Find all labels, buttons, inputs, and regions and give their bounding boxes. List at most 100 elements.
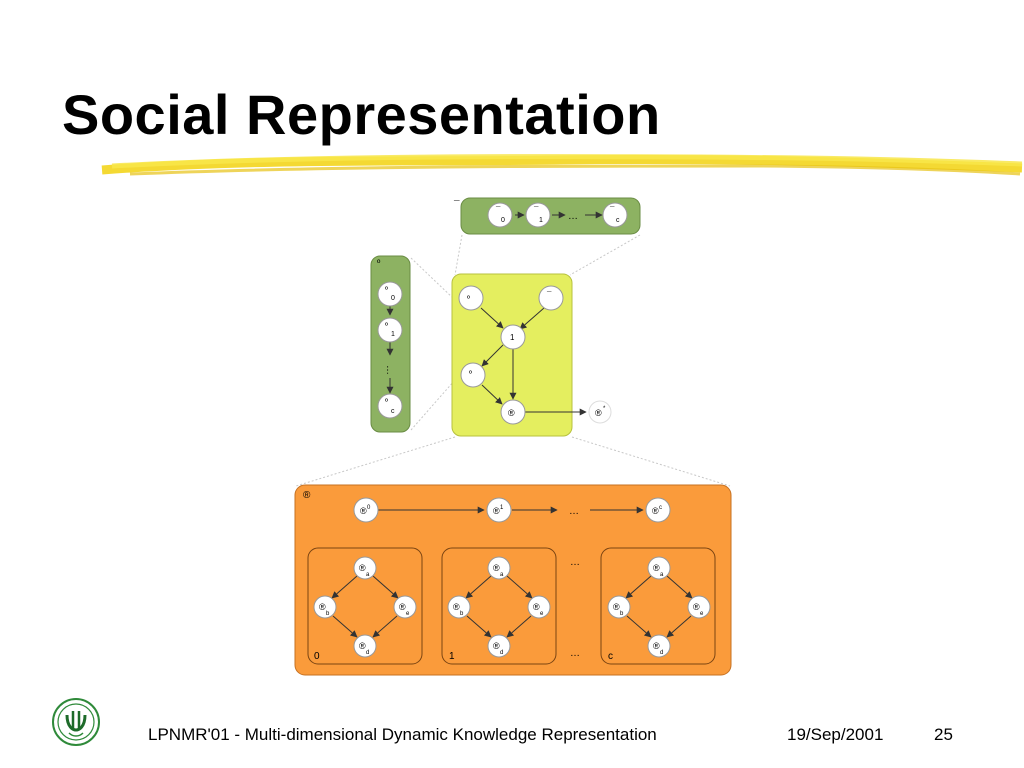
node-d: ® d <box>647 634 671 658</box>
top-group: ¯ … ¯ 0 ¯ 1 ¯ c <box>453 197 641 235</box>
left-group-label: º <box>377 258 381 268</box>
bottom-row-ellipsis: … <box>569 506 579 517</box>
node-subscript: 1 <box>539 217 543 224</box>
left-group: º … º 0 º 1 º c <box>370 255 411 433</box>
node-superscript: c <box>659 505 662 511</box>
node-subscript: e <box>540 611 544 617</box>
node-subscript: e <box>700 611 704 617</box>
node-e: ® e <box>687 595 711 619</box>
middle-node-center: 1 <box>500 324 526 350</box>
node-symbol: ® <box>693 602 700 612</box>
node-superscript: 0 <box>367 505 371 511</box>
node-symbol: º <box>385 321 388 330</box>
node-symbol: ¯ <box>533 206 539 215</box>
node-symbol: 1 <box>510 333 515 342</box>
subgroup-label: 1 <box>449 651 455 662</box>
bottom-group-label: ® <box>303 490 311 501</box>
middle-group: º ¯ 1 º ® <box>451 273 587 437</box>
node-d: ® d <box>487 634 511 658</box>
bottom-top-node-1: ® 1 <box>486 497 512 523</box>
node-symbol: ® <box>653 563 660 573</box>
middle-node-left: º <box>460 362 486 388</box>
node-symbol: ® <box>533 602 540 612</box>
bottom-top-node-c: ® c <box>645 497 671 523</box>
node-subscript: a <box>366 572 370 578</box>
node-a: ® a <box>647 556 671 580</box>
slide-title: Social Representation <box>62 83 661 146</box>
subgroup-ellipsis-top: … <box>570 557 580 568</box>
node-symbol: ® <box>360 506 367 516</box>
node-symbol: ¯ <box>546 291 552 300</box>
node-symbol: ® <box>359 641 366 651</box>
middle-node-top-right: ¯ <box>538 285 564 311</box>
middle-node-top-left: º <box>458 285 484 311</box>
node-subscript: c <box>391 408 395 415</box>
subgroup-c: c ® a ® b ® e ® d <box>600 547 716 665</box>
node-symbol: ¯ <box>495 206 501 215</box>
bottom-top-node-0: ® 0 <box>353 497 379 523</box>
node-symbol: º <box>385 397 388 406</box>
node-symbol: º <box>469 369 472 378</box>
outside-node: ® * <box>588 400 612 424</box>
node-subscript: a <box>500 572 504 578</box>
footer-text: LPNMR'01 - Multi-dimensional Dynamic Kno… <box>148 725 657 744</box>
node-subscript: 0 <box>391 295 395 302</box>
node-symbol: ® <box>493 641 500 651</box>
node-symbol: ® <box>453 602 460 612</box>
left-node-1: º 1 <box>377 317 403 343</box>
node-subscript: e <box>406 611 410 617</box>
node-subscript: a <box>660 572 664 578</box>
node-d: ® d <box>353 634 377 658</box>
node-symbol: ® <box>652 506 659 516</box>
subgroup-label: 0 <box>314 651 320 662</box>
node-b: ® b <box>313 595 337 619</box>
node-symbol: ® <box>613 602 620 612</box>
node-superscript: * <box>603 406 606 412</box>
node-subscript: 1 <box>391 331 395 338</box>
subgroup-1: 1 ® a ® b ® e ® d <box>441 547 557 665</box>
left-node-c: º c <box>377 393 403 419</box>
title-underline <box>101 154 1023 176</box>
left-node-0: º 0 <box>377 281 403 307</box>
node-symbol: ® <box>653 641 660 651</box>
node-a: ® a <box>487 556 511 580</box>
left-group-ellipsis: … <box>384 365 395 375</box>
node-a: ® a <box>353 556 377 580</box>
node-subscript: c <box>616 217 620 224</box>
projection-lines <box>295 234 731 487</box>
node-superscript: 1 <box>500 505 504 511</box>
subgroup-ellipsis-bottom: … <box>570 648 580 659</box>
university-seal-icon <box>52 698 100 746</box>
node-symbol: ® <box>493 506 500 516</box>
page-number: 25 <box>934 725 953 744</box>
node-e: ® e <box>393 595 417 619</box>
top-node-1: ¯ 1 <box>525 202 551 228</box>
node-symbol: ® <box>493 563 500 573</box>
node-e: ® e <box>527 595 551 619</box>
top-group-label: ¯ <box>453 199 460 211</box>
subgroup-0: 0 ® a ® b ® e ® d <box>307 547 423 665</box>
node-subscript: d <box>366 650 369 656</box>
top-node-c: ¯ c <box>602 202 628 228</box>
subgroup-label: c <box>608 651 613 662</box>
node-b: ® b <box>447 595 471 619</box>
middle-node-bottom: ® <box>500 399 526 425</box>
node-symbol: º <box>467 294 470 303</box>
node-symbol: º <box>385 285 388 294</box>
top-group-ellipsis: … <box>568 211 578 222</box>
node-subscript: b <box>620 611 624 617</box>
node-symbol: ® <box>508 408 515 418</box>
node-subscript: b <box>460 611 464 617</box>
node-subscript: d <box>500 650 503 656</box>
node-subscript: 0 <box>501 217 505 224</box>
footer-date: 19/Sep/2001 <box>787 725 884 744</box>
node-symbol: ® <box>399 602 406 612</box>
top-node-0: ¯ 0 <box>487 202 513 228</box>
node-symbol: ® <box>359 563 366 573</box>
node-symbol: ¯ <box>609 206 615 215</box>
node-b: ® b <box>607 595 631 619</box>
node-subscript: b <box>326 611 330 617</box>
bottom-group: ® … ® 0 ® 1 ® c … … 0 <box>294 484 732 676</box>
node-subscript: d <box>660 650 663 656</box>
